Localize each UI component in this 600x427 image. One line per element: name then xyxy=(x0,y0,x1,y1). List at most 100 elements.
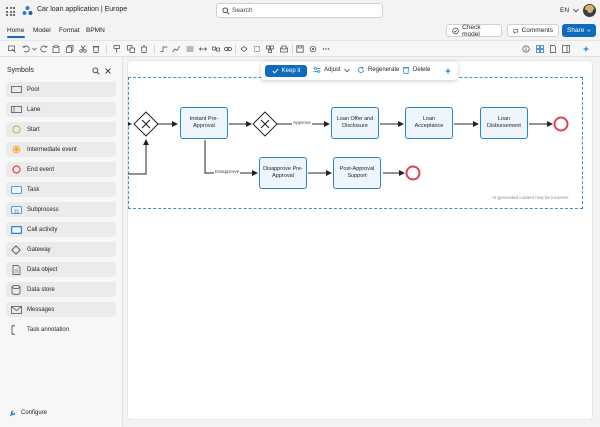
layout-icon[interactable] xyxy=(266,45,274,53)
symbol-data-store[interactable]: Data store xyxy=(6,282,116,297)
trash-icon[interactable] xyxy=(140,45,148,53)
configure-button[interactable]: Configure xyxy=(9,409,47,417)
regenerate-label: Regenerate xyxy=(368,67,400,73)
end-event[interactable] xyxy=(553,116,569,132)
ribbon-toolbar xyxy=(0,40,600,57)
regenerate-button[interactable]: Regenerate xyxy=(357,66,399,74)
task-post-approval-support[interactable]: Post-Approval Support xyxy=(333,157,381,189)
pool-icon xyxy=(10,85,22,95)
select-tool-icon[interactable] xyxy=(8,45,16,53)
delete-icon[interactable] xyxy=(92,45,100,53)
symbol-label: Task xyxy=(27,186,40,193)
symbol-label: Lane xyxy=(27,106,41,113)
bring-forward-icon[interactable] xyxy=(127,45,135,53)
active-tab-indicator xyxy=(7,36,25,38)
symbol-subprocess[interactable]: Subprocess xyxy=(6,202,116,217)
symbol-gateway[interactable]: Gateway xyxy=(6,242,116,257)
chevron-down-icon[interactable] xyxy=(573,8,579,13)
diagram-canvas[interactable]: Instant Pre-Approval Loan Offer and Disc… xyxy=(127,60,593,420)
redo-icon[interactable] xyxy=(40,45,48,53)
avatar[interactable] xyxy=(583,4,596,17)
connector-icon[interactable] xyxy=(160,45,168,53)
copilot-icon[interactable] xyxy=(444,67,452,75)
symbol-messages[interactable]: Messages xyxy=(6,302,116,317)
language-selector[interactable]: EN xyxy=(560,7,570,14)
adjust-label: Adjust xyxy=(324,67,341,73)
share-button[interactable]: Share xyxy=(562,24,596,37)
search-input[interactable] xyxy=(232,5,372,16)
layers-icon[interactable] xyxy=(280,45,288,53)
format-painter-icon[interactable] xyxy=(113,45,121,53)
symbol-task[interactable]: Task xyxy=(6,182,116,197)
fit-icon[interactable] xyxy=(253,45,261,53)
symbol-label: Call activity xyxy=(27,226,58,233)
save-icon[interactable] xyxy=(296,45,304,53)
cut-icon[interactable] xyxy=(79,45,87,53)
comments-label: Comments xyxy=(521,27,553,34)
align-icon[interactable] xyxy=(186,45,194,53)
check-model-button[interactable]: Check model xyxy=(446,23,502,38)
task-icon xyxy=(10,185,22,195)
symbol-label: Pool xyxy=(27,86,40,93)
task-disapprove-pre-approval[interactable]: Disapprove Pre-Approval xyxy=(259,157,307,189)
paste-icon[interactable] xyxy=(52,45,60,53)
shape-icon[interactable] xyxy=(240,45,248,53)
settings-icon[interactable] xyxy=(309,45,317,53)
document-title[interactable]: Car loan application | Europe xyxy=(37,6,128,13)
sequence-flow[interactable] xyxy=(128,139,149,175)
search-box[interactable] xyxy=(216,3,383,18)
refresh-icon xyxy=(358,66,364,73)
ai-disclaimer: AI-generated content may be incorrect xyxy=(492,195,569,200)
intermediate-event-icon xyxy=(10,145,22,155)
group-icon[interactable] xyxy=(212,45,220,53)
symbol-task-annotation[interactable]: Task annotation xyxy=(6,322,116,337)
close-icon[interactable] xyxy=(104,67,112,75)
document-icon[interactable] xyxy=(549,45,557,53)
chevron-down-icon[interactable] xyxy=(32,45,37,53)
symbol-label: Messages xyxy=(27,306,55,313)
tab-bpmn[interactable]: BPMN xyxy=(86,27,105,34)
undo-icon[interactable] xyxy=(22,45,30,53)
keep-it-label: Keep it xyxy=(281,68,301,74)
exclusive-gateway[interactable] xyxy=(133,111,159,137)
symbol-end-event[interactable]: End event xyxy=(6,162,116,177)
symbol-intermediate-event[interactable]: Intermediate event xyxy=(6,142,116,157)
flow-label-approve: Approve xyxy=(292,121,312,126)
link-icon[interactable] xyxy=(224,45,232,53)
wrench-icon xyxy=(9,410,16,417)
gateway-icon xyxy=(10,244,22,255)
more-options-icon[interactable] xyxy=(322,45,330,53)
end-event[interactable] xyxy=(405,165,421,181)
delete-button[interactable]: Delete xyxy=(402,66,430,74)
symbol-pool[interactable]: Pool xyxy=(6,82,116,97)
format-panel-icon[interactable] xyxy=(562,45,570,53)
sequence-flow-disapprove[interactable] xyxy=(204,140,258,176)
exclusive-gateway[interactable] xyxy=(252,111,278,137)
task-loan-disbursement[interactable]: Loan Disbursement xyxy=(480,107,528,139)
panel-toggle-icon[interactable] xyxy=(536,45,544,53)
check-model-label: Check model xyxy=(462,23,481,38)
keep-it-button[interactable]: Keep it xyxy=(265,65,307,77)
app-launcher-icon[interactable] xyxy=(6,7,15,16)
task-loan-offer[interactable]: Loan Offer and Disclosure xyxy=(331,107,379,139)
data-object-icon xyxy=(10,264,22,275)
search-icon[interactable] xyxy=(92,67,100,75)
symbol-start[interactable]: Start xyxy=(6,122,116,137)
task-instant-pre-approval[interactable]: Instant Pre-Approval xyxy=(180,107,228,139)
comments-button[interactable]: Comments xyxy=(507,24,559,37)
tab-home[interactable]: Home xyxy=(7,27,25,34)
distribute-icon[interactable] xyxy=(199,45,207,53)
flow-label-disapprove: Disapprove xyxy=(214,170,241,175)
symbol-data-object[interactable]: Data object xyxy=(6,262,116,277)
copilot-icon[interactable] xyxy=(582,45,590,53)
task-loan-acceptance[interactable]: Loan Acceptance xyxy=(405,107,453,139)
tab-model[interactable]: Model xyxy=(33,27,51,34)
line-chart-icon[interactable] xyxy=(172,45,180,53)
symbol-lane[interactable]: Lane xyxy=(6,102,116,117)
copy-icon[interactable] xyxy=(66,45,74,53)
tab-format[interactable]: Format xyxy=(59,27,80,34)
symbol-label: Data store xyxy=(27,286,55,293)
info-icon[interactable] xyxy=(522,45,530,53)
symbol-call-activity[interactable]: Call activity xyxy=(6,222,116,237)
adjust-button[interactable]: Adjust xyxy=(313,66,350,74)
